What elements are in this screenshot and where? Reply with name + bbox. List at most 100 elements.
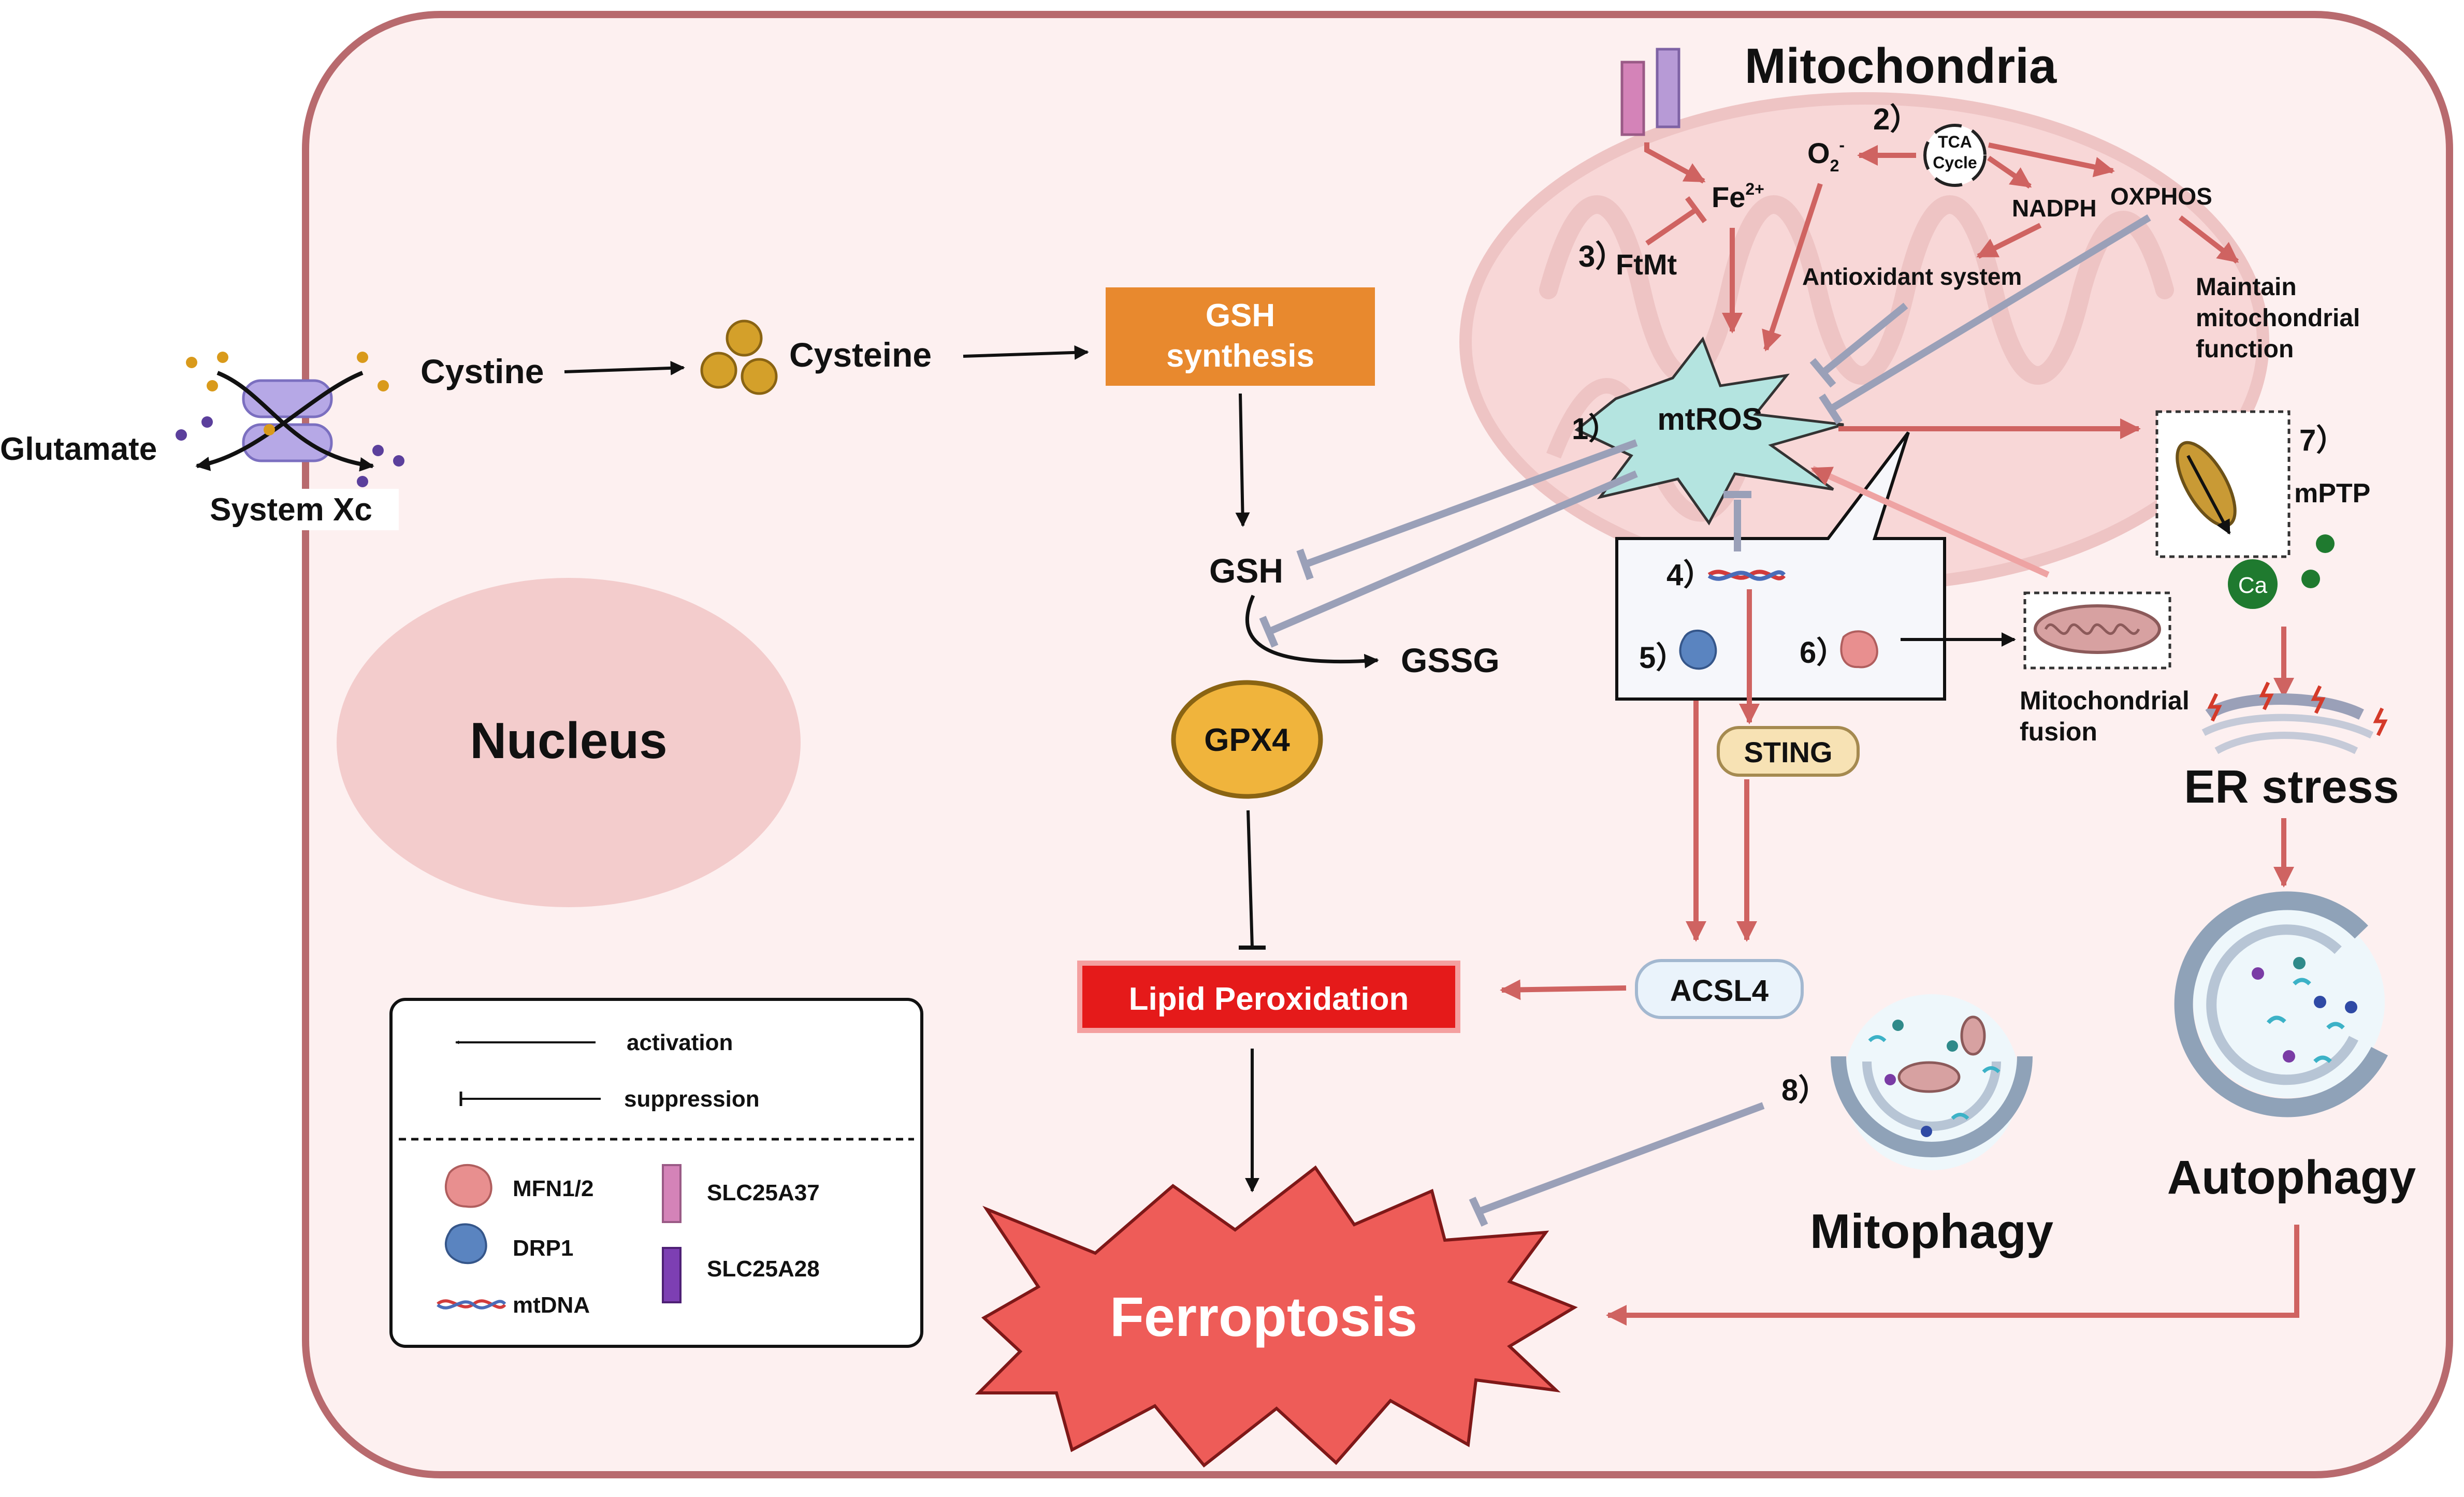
autophagy-label: Autophagy (2167, 1151, 2416, 1204)
stress-bolt-4 (2373, 707, 2388, 736)
mtros-suppress-gsh-1-bar (1296, 548, 1314, 580)
autophagy-to-ferroptosis-arrow (1606, 1225, 2299, 1326)
system-xc-label-bg (199, 489, 399, 530)
slc-to-fe-arrow (1644, 142, 1706, 184)
mitophagy-label: Mitophagy (1810, 1204, 2053, 1258)
oxphos-suppress-mtros-bar (1819, 394, 1843, 425)
tca-to-oxphos-arrow (1988, 142, 2115, 178)
gpx4-label: GPX4 (1204, 722, 1290, 758)
ftmt-label: FtMt (1616, 248, 1677, 281)
slc25a37-transporter (1620, 61, 1645, 136)
gssg-label: GSSG (1401, 641, 1500, 679)
fused-mitochondrion-cristae (2044, 623, 2140, 635)
sting-label: STING (1744, 736, 1832, 768)
antioxidant-system-label: Antioxidant system (1802, 263, 2022, 290)
legend-slc25a37-label: SLC25A37 (707, 1180, 820, 1205)
mtros-label: mtROS (1657, 402, 1762, 437)
nucleus-label: Nucleus (470, 712, 667, 769)
step-4-label: 4） (1666, 558, 1713, 592)
sting-box (1717, 726, 1860, 777)
step-7-label: 7） (2299, 424, 2346, 457)
antioxidant-suppress-mtros-bar (1809, 358, 1836, 388)
system-xc-transporter (176, 352, 404, 487)
legend-slc25a28-label: SLC25A28 (707, 1256, 820, 1282)
mitophagosome-icon (1831, 994, 2033, 1170)
cystine-label: Cystine (421, 352, 544, 390)
legend-drp1-label: DRP1 (513, 1236, 573, 1261)
ca-ion-large (2228, 559, 2278, 609)
mfn-icon (1840, 630, 1878, 668)
nadph-label: NADPH (2012, 195, 2097, 222)
fused-mitochondrion-icon (2034, 604, 2161, 654)
er-stress-label: ER stress (2184, 761, 2399, 813)
step-2-label: 2） (1873, 103, 1920, 136)
ca-ion-small-1 (2316, 534, 2335, 553)
stress-bolt-1 (2207, 693, 2222, 722)
ftmt-suppress-fe-bar (1685, 196, 1707, 223)
legend-mtdna-label: mtDNA (513, 1292, 590, 1318)
step-5-label: 5） (1639, 641, 1686, 675)
legend-slc25a37-icon (662, 1164, 682, 1223)
drp1-icon (1679, 630, 1717, 670)
legend-activation-label: activation (627, 1030, 733, 1055)
tca-cycle-icon (1923, 124, 1987, 187)
mtros-suppress-gsh-2 (1267, 470, 1638, 635)
lipid-peroxidation-box (1077, 961, 1460, 1033)
step-8-label: 8） (1781, 1073, 1828, 1107)
legend-suppression-label: suppression (624, 1086, 760, 1112)
gsh-to-gssg-arrow (1245, 594, 1379, 668)
mptp-out-arrow (2186, 455, 2231, 535)
antioxidant-suppress-mtros (1820, 302, 1908, 376)
mtdna-icon (1707, 570, 1786, 581)
maintain-label-2: mitochondrial (2196, 304, 2360, 332)
er-icon (2201, 693, 2374, 754)
cystine-to-cysteine-arrow (564, 360, 685, 375)
autophagosome-icon (2174, 891, 2388, 1117)
stress-bolt-3 (2311, 685, 2326, 714)
gsh-synthesis-box (1106, 287, 1375, 386)
maintain-label-3: function (2196, 336, 2294, 363)
tca-label-1: TCA (1938, 133, 1972, 151)
fusion-to-mtros-arrow (1810, 466, 2050, 578)
mtros-suppress-gsh-2-bar (1259, 616, 1279, 648)
mitophagy-suppress-ferroptosis-bar (1469, 1197, 1488, 1227)
oxphos-label: OXPHOS (2110, 183, 2212, 210)
step-3-label: 3） (1578, 240, 1625, 273)
maintain-label-1: Maintain (2196, 273, 2297, 301)
oxphos-to-maintain-arrow (2178, 215, 2239, 264)
legend-box (389, 998, 923, 1348)
gsh-synthesis-label-2: synthesis (1166, 338, 1314, 374)
step-6-label: 6） (1800, 636, 1846, 670)
legend-drp1-icon (445, 1223, 487, 1265)
legend-mfn-label: MFN1/2 (513, 1176, 593, 1201)
tca-label-2: Cycle (1933, 153, 1977, 172)
gsh-label: GSH (1209, 551, 1283, 590)
fe-label: Fe2+ (1712, 180, 1764, 213)
legend-mtdna-icon (437, 1299, 506, 1310)
ferroptosis-label: Ferroptosis (1110, 1285, 1417, 1348)
cysteine-to-gsh-synthesis-arrow (963, 345, 1089, 360)
mitochondria-title: Mitochondria (1745, 38, 2057, 94)
mtros-starburst (1574, 336, 1844, 526)
fusion-label-2: fusion (2020, 717, 2097, 746)
ftmt-suppress-fe (1645, 207, 1698, 246)
ferroptosis-starburst (975, 1165, 1578, 1468)
legend-slc25a28-icon (662, 1247, 682, 1303)
nucleus (337, 578, 801, 907)
legend-mfn-icon (444, 1164, 492, 1208)
o2-label: O2- (1807, 136, 1845, 175)
slc25a28-transporter (1656, 48, 1680, 128)
lipid-peroxidation-label: Lipid Peroxidation (1129, 981, 1409, 1017)
gpx4-node (1171, 680, 1323, 799)
oxphos-suppress-mtros (1829, 214, 2151, 412)
system-xc-label: System Xc (210, 492, 372, 528)
cysteine-molecules (700, 319, 778, 395)
cysteine-label: Cysteine (789, 336, 932, 374)
ca-label: Ca (2238, 573, 2268, 598)
mitophagy-suppress-ferroptosis (1477, 1102, 1765, 1215)
fusion-label-1: Mitochondrial (2020, 686, 2190, 715)
gpx4-suppress-lipid (1247, 810, 1254, 948)
o2-to-mtros-arrow (1762, 183, 1823, 352)
